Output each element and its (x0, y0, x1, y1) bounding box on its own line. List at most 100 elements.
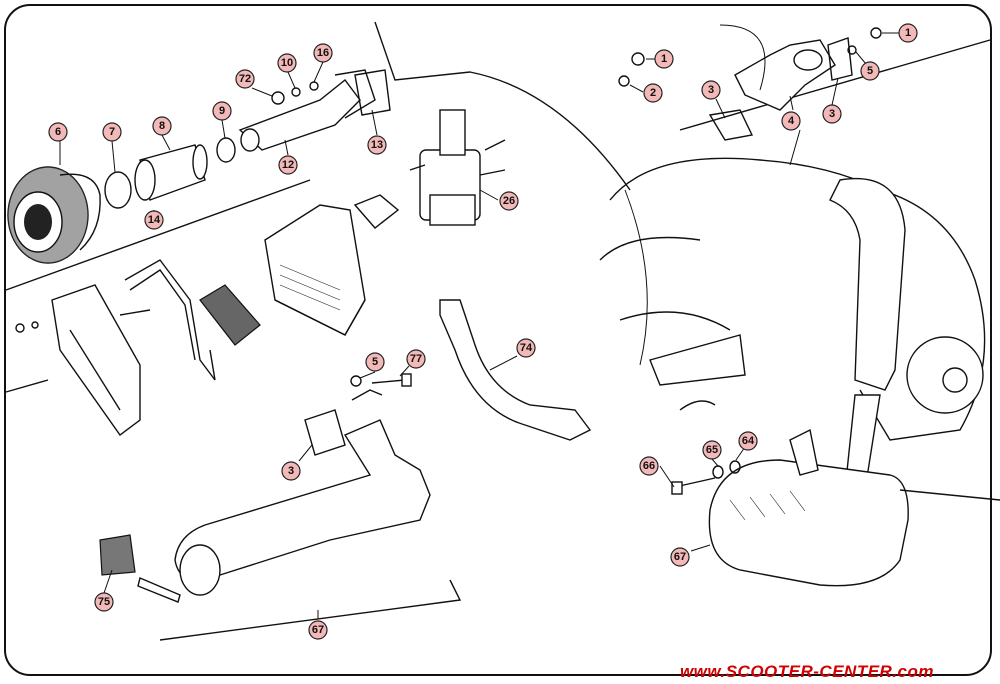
callout-3a: 3 (701, 80, 721, 100)
svg-text:13: 13 (371, 139, 383, 151)
exhaust-pipe (439, 299, 592, 441)
callout-14: 14 (144, 210, 164, 230)
svg-text:8: 8 (159, 120, 165, 132)
callout-2: 2 (643, 83, 663, 103)
bracket-lead (351, 389, 383, 401)
svg-text:67: 67 (674, 551, 686, 563)
svg-text:6: 6 (55, 126, 61, 138)
gasket-manifold (827, 37, 853, 81)
svg-text:14: 14 (148, 214, 161, 226)
nut-top-right (870, 27, 882, 39)
divider-lines (5, 21, 991, 641)
svg-text:5: 5 (372, 356, 378, 368)
air-filter-housing (7, 166, 101, 264)
callout-74: 74 (516, 338, 536, 358)
callout-67a: 67 (670, 547, 690, 567)
washer-5-top (847, 45, 857, 55)
arrow-manifold (719, 24, 766, 91)
intake-funnel (134, 144, 208, 201)
filter-element (199, 284, 261, 346)
callout-10: 10 (277, 53, 297, 73)
cover-plate (51, 284, 141, 436)
bolt-66-head (671, 481, 683, 495)
svg-text:16: 16 (317, 47, 329, 59)
svg-text:1: 1 (905, 27, 911, 39)
washer-top-left (618, 75, 630, 87)
callout-9: 9 (212, 101, 232, 121)
callout-12: 12 (278, 155, 298, 175)
washer-16 (309, 81, 319, 91)
svg-text:64: 64 (742, 435, 755, 447)
callout-3b: 3 (822, 104, 842, 124)
washer-5-mid (350, 375, 362, 387)
callout-67b: 67 (308, 620, 328, 640)
svg-text:9: 9 (219, 105, 225, 117)
small-nut-a (15, 323, 25, 333)
washer-64 (729, 460, 741, 474)
gasket-top (708, 109, 754, 141)
callout-3c: 3 (281, 461, 301, 481)
exhaust-downpipe (829, 177, 906, 491)
carb-gasket (353, 194, 400, 229)
callout-64: 64 (738, 431, 758, 451)
svg-text:74: 74 (520, 342, 533, 354)
washer-9 (216, 137, 236, 163)
gasket-3-mid (304, 409, 346, 456)
svg-text:7: 7 (109, 126, 115, 138)
svg-text:12: 12 (282, 159, 294, 171)
svg-text:10: 10 (281, 57, 293, 69)
svg-text:3: 3 (708, 84, 714, 96)
svg-text:5: 5 (867, 65, 873, 77)
callout-6: 6 (48, 122, 68, 142)
gasket-13 (354, 69, 391, 116)
muffler-left (137, 419, 431, 603)
callout-13: 13 (367, 135, 387, 155)
svg-text:65: 65 (706, 444, 718, 456)
callout-8: 8 (152, 116, 172, 136)
callout-66: 66 (639, 456, 659, 476)
callout-7: 7 (102, 122, 122, 142)
nut-72 (271, 91, 285, 105)
callout-1a: 1 (654, 49, 674, 69)
screw-77-head (401, 373, 412, 387)
air-box (264, 204, 366, 336)
seal-strip-inner (129, 269, 196, 361)
svg-text:72: 72 (239, 73, 251, 85)
engine-block (599, 157, 986, 441)
washer-65 (712, 465, 724, 479)
callout-4: 4 (781, 111, 801, 131)
svg-text:1: 1 (661, 53, 667, 65)
intake-pipe (238, 69, 376, 152)
callout-5a: 5 (860, 61, 880, 81)
callout-1b: 1 (898, 23, 918, 43)
callout-75: 75 (94, 592, 114, 612)
arrow-intake (624, 189, 648, 366)
arrow-engine (789, 129, 801, 166)
leader-lines (59, 32, 899, 619)
svg-text:66: 66 (643, 460, 655, 472)
svg-text:3: 3 (288, 465, 294, 477)
svg-text:77: 77 (410, 353, 422, 365)
callout-72: 72 (235, 69, 255, 89)
nut-top-left (631, 52, 645, 66)
svg-text:75: 75 (98, 596, 110, 608)
leader-stub (5, 379, 49, 393)
svg-text:26: 26 (503, 195, 515, 207)
website-watermark[interactable]: www.SCOOTER-CENTER.com (679, 662, 934, 681)
svg-text:2: 2 (650, 87, 656, 99)
washer-10 (291, 87, 301, 97)
callout-65: 65 (702, 440, 722, 460)
ring-7 (104, 171, 132, 209)
carburetor (409, 109, 506, 226)
clip (679, 400, 716, 411)
frame-rail (899, 489, 1000, 501)
intake-manifold (734, 39, 836, 111)
callout-77: 77 (406, 349, 426, 369)
seal-strip (124, 259, 216, 381)
callout-16: 16 (313, 43, 333, 63)
callout-5b: 5 (365, 352, 385, 372)
callout-26: 26 (499, 191, 519, 211)
svg-text:3: 3 (829, 108, 835, 120)
svg-text:4: 4 (788, 115, 795, 127)
